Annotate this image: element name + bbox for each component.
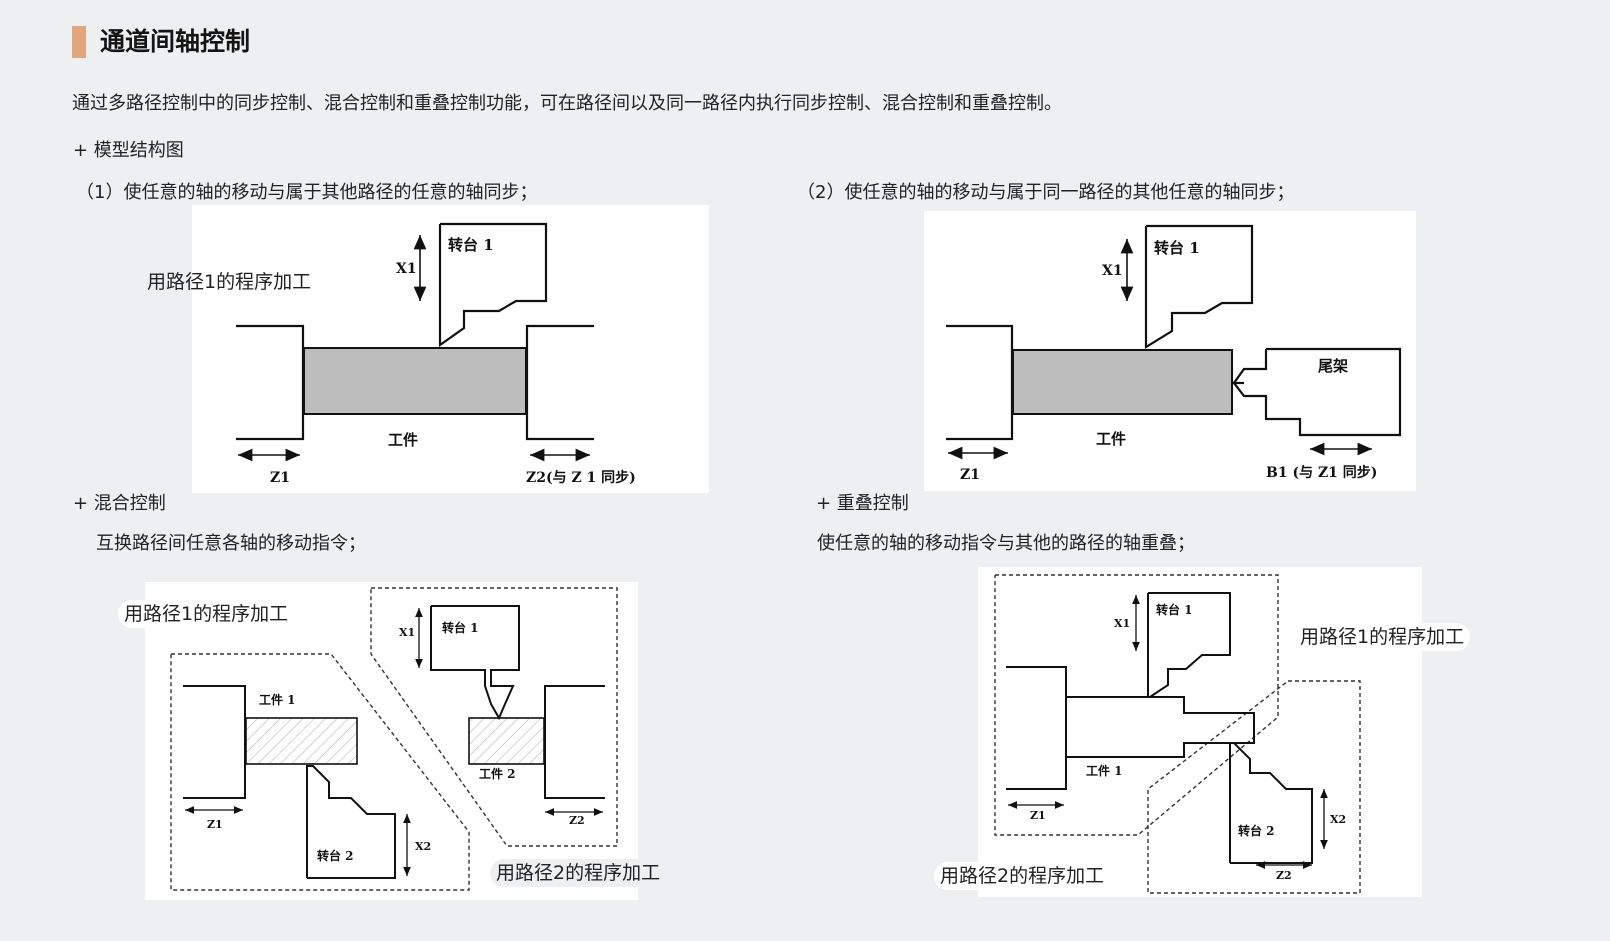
figure-sync-other-path-drawing: 转台 1 X1 工件 Z1 Z2(与 Z 1 同步) bbox=[236, 222, 636, 486]
fig2-x1-label: X1 bbox=[1102, 263, 1123, 279]
overlap-work1-label: 工件 1 bbox=[1086, 763, 1123, 778]
figure-overlap-control: 转台 1 X1 工件 1 转台 2 X2 Z1 Z2 bbox=[978, 567, 1422, 897]
fig2-b1-label: B1 (与 Z1 同步) bbox=[1266, 464, 1377, 481]
mix-turret2-label: 转台 2 bbox=[317, 848, 354, 863]
fig1-path1-overlay: 用路径1的程序加工 bbox=[147, 271, 312, 293]
mix-x2-label: X2 bbox=[415, 840, 431, 853]
model-structure-heading[interactable]: + 模型结构图 bbox=[73, 140, 184, 161]
overlap-path2-overlay: 用路径2的程序加工 bbox=[934, 862, 1111, 890]
mix-work1-label: 工件 1 bbox=[259, 692, 296, 707]
figure-sync-other-path: 转台 1 X1 工件 Z1 Z2(与 Z 1 同步) bbox=[192, 205, 709, 493]
overlap-turret2-label: 转台 2 bbox=[1238, 823, 1275, 838]
mix-control-description: 互换路径间任意各轴的移动指令； bbox=[96, 533, 366, 554]
page-title: 通道间轴控制 bbox=[100, 27, 251, 56]
mix-x1-label: X1 bbox=[399, 626, 415, 639]
overlap-control-heading[interactable]: + 重叠控制 bbox=[816, 493, 909, 514]
mix-control-heading[interactable]: + 混合控制 bbox=[73, 493, 166, 514]
figure-mix-control: 转台 1 X1 工件 1 工件 2 转台 2 X2 Z1 Z2 bbox=[145, 582, 638, 900]
fig1-x1-label: X1 bbox=[396, 261, 417, 277]
title-accent-bar bbox=[72, 26, 86, 58]
overlap-control-description: 使任意的轴的移动指令与其他的路径的轴重叠； bbox=[817, 533, 1195, 554]
mix-path2-overlay: 用路径2的程序加工 bbox=[490, 859, 667, 887]
fig1-z2-label: Z2(与 Z 1 同步) bbox=[526, 469, 636, 486]
mix-work2-label: 工件 2 bbox=[479, 766, 516, 781]
mix-path1-overlay: 用路径1的程序加工 bbox=[118, 600, 295, 628]
fig2-turret-label: 转台 1 bbox=[1154, 239, 1200, 257]
overlap-path1-overlay: 用路径1的程序加工 bbox=[1294, 623, 1471, 651]
caption-sync-same-path: （2）使任意的轴的移动与属于同一路径的其他任意的轴同步； bbox=[797, 182, 1295, 203]
figure-overlap-control-drawing: 转台 1 X1 工件 1 转台 2 X2 Z1 Z2 bbox=[994, 574, 1361, 894]
intro-paragraph: 通过多路径控制中的同步控制、混合控制和重叠控制功能，可在路径间以及同一路径内执行… bbox=[72, 93, 1062, 114]
figure-sync-same-path: 转台 1 X1 尾架 工件 Z1 B1 (与 Z1 同步) bbox=[924, 211, 1416, 491]
overlap-x2-label: X2 bbox=[1330, 813, 1346, 826]
overlap-z1-label: Z1 bbox=[1030, 809, 1046, 822]
mix-z1-label: Z1 bbox=[207, 818, 223, 831]
fig2-z1-label: Z1 bbox=[960, 467, 980, 483]
figure-mix-control-drawing: 转台 1 X1 工件 1 工件 2 转台 2 X2 Z1 Z2 bbox=[170, 587, 618, 891]
overlap-turret1-label: 转台 1 bbox=[1156, 602, 1193, 617]
fig2-tailstock-label: 尾架 bbox=[1318, 357, 1348, 375]
mix-z2-label: Z2 bbox=[569, 814, 585, 827]
figure-sync-same-path-drawing: 转台 1 X1 尾架 工件 Z1 B1 (与 Z1 同步) bbox=[946, 224, 1402, 483]
caption-sync-other-path: （1）使任意的轴的移动与属于其他路径的任意的轴同步； bbox=[76, 182, 538, 203]
fig1-turret-label: 转台 1 bbox=[448, 236, 494, 254]
fig1-z1-label: Z1 bbox=[270, 470, 290, 486]
overlap-z2-label: Z2 bbox=[1276, 869, 1292, 882]
fig2-workpiece-label: 工件 bbox=[1096, 430, 1126, 448]
fig1-workpiece-label: 工件 bbox=[388, 431, 418, 449]
overlap-x1-label: X1 bbox=[1114, 617, 1130, 630]
mix-turret1-label: 转台 1 bbox=[442, 620, 479, 635]
